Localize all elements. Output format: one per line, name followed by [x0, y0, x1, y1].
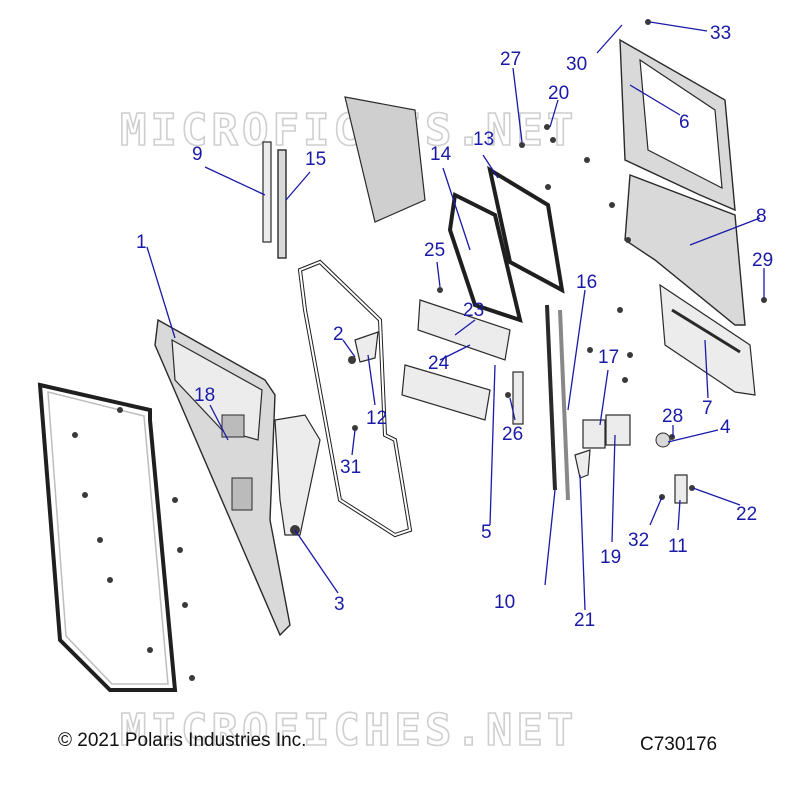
inside-handle	[348, 331, 379, 364]
callout-23: 23	[463, 300, 484, 321]
callout-8: 8	[756, 206, 767, 227]
door-frame-tube	[297, 259, 413, 538]
fasteners	[72, 19, 767, 681]
callout-19: 19	[600, 547, 621, 568]
callout-18: 18	[194, 385, 215, 406]
callout-2: 2	[333, 324, 344, 345]
callout-21: 21	[574, 610, 595, 631]
callout-20: 20	[548, 83, 569, 104]
window-seal-14	[447, 191, 523, 324]
callout-26: 26	[502, 424, 523, 445]
callout-6: 6	[679, 112, 690, 133]
leader-lines	[146, 21, 765, 611]
hinge-hardware	[655, 432, 695, 504]
callout-5: 5	[481, 522, 492, 543]
vertical-seals	[545, 304, 570, 501]
callout-labels: 1 2 3 4 5 6 7 8 9 10 11 12 13 14 15 16 1…	[136, 23, 773, 631]
callout-9: 9	[192, 144, 203, 165]
callout-30: 30	[566, 54, 587, 75]
callout-14: 14	[430, 144, 452, 165]
callout-25: 25	[424, 240, 445, 261]
callout-24: 24	[428, 353, 450, 374]
callout-3: 3	[334, 594, 345, 615]
callout-10: 10	[494, 592, 515, 613]
callout-27: 27	[500, 49, 521, 70]
callout-16: 16	[576, 272, 597, 293]
diagram-code: C730176	[640, 734, 717, 755]
door-outer-seal	[37, 382, 178, 692]
copyright-text: © 2021 Polaris Industries Inc.	[58, 730, 306, 751]
callout-22: 22	[736, 504, 757, 525]
window-channel-strips	[262, 141, 287, 259]
callout-17: 17	[598, 347, 619, 368]
callout-11: 11	[668, 536, 688, 557]
upper-door-frame	[619, 38, 736, 212]
callout-33: 33	[710, 23, 731, 44]
door-panel	[154, 318, 291, 637]
callout-28: 28	[662, 406, 683, 427]
callout-32: 32	[628, 530, 649, 551]
window-regulator	[274, 414, 321, 536]
callout-4: 4	[720, 417, 731, 438]
callout-15: 15	[305, 149, 326, 170]
callout-29: 29	[752, 250, 773, 271]
latch-bar	[512, 371, 524, 425]
window-seal-13	[487, 165, 565, 294]
window-glass	[344, 96, 426, 223]
watermark-bottom: MICROFICHES.NET	[120, 705, 577, 756]
brackets	[401, 299, 511, 421]
callout-7: 7	[702, 398, 713, 419]
callout-13: 13	[473, 129, 494, 150]
callout-1: 1	[136, 232, 147, 253]
latch-assembly	[574, 414, 631, 479]
watermark-top: MICROFICHES.NET	[120, 105, 577, 156]
callout-31: 31	[340, 457, 361, 478]
storage-pocket	[659, 283, 756, 396]
callout-12: 12	[366, 408, 387, 429]
